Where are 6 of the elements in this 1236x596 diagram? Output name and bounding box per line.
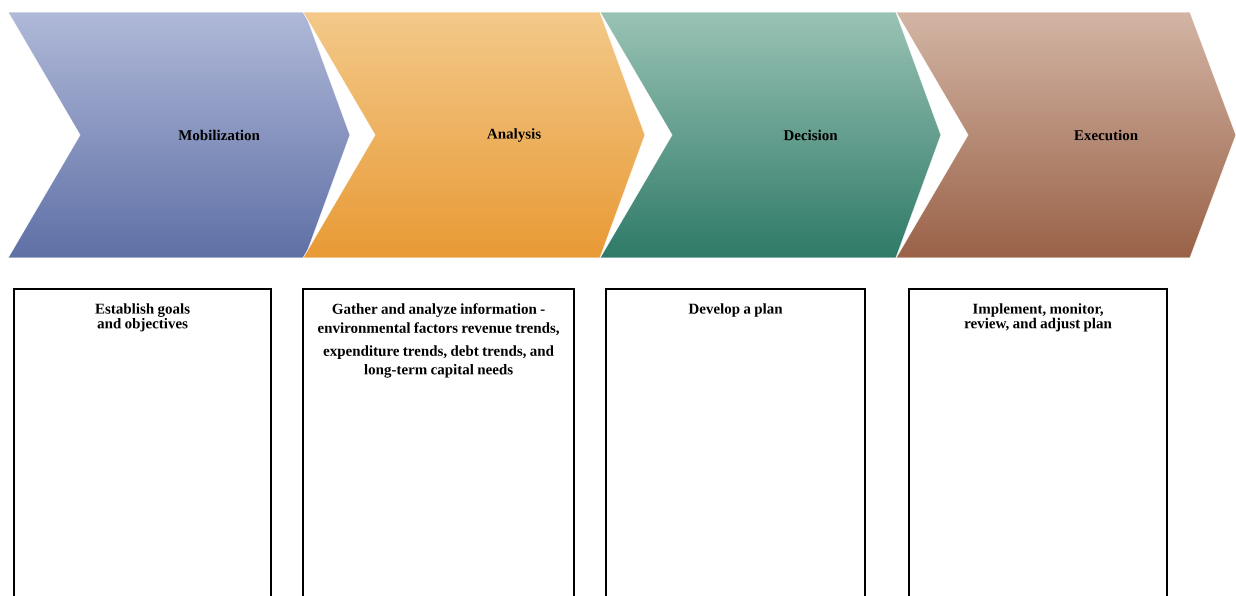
text-box: Establish goals and objectives [13, 288, 272, 596]
text-box: Gather and analyze information - environmental factors revenue trends, expenditure trends, debt trends, and long-term capital needs [302, 288, 575, 596]
chevron-step: Execution [895, 11, 1236, 259]
text-box: Develop a plan [605, 288, 866, 596]
text-box: Implement, monitor, review, and adjust plan [908, 288, 1168, 596]
chevron-step: Mobilization [7, 11, 351, 259]
